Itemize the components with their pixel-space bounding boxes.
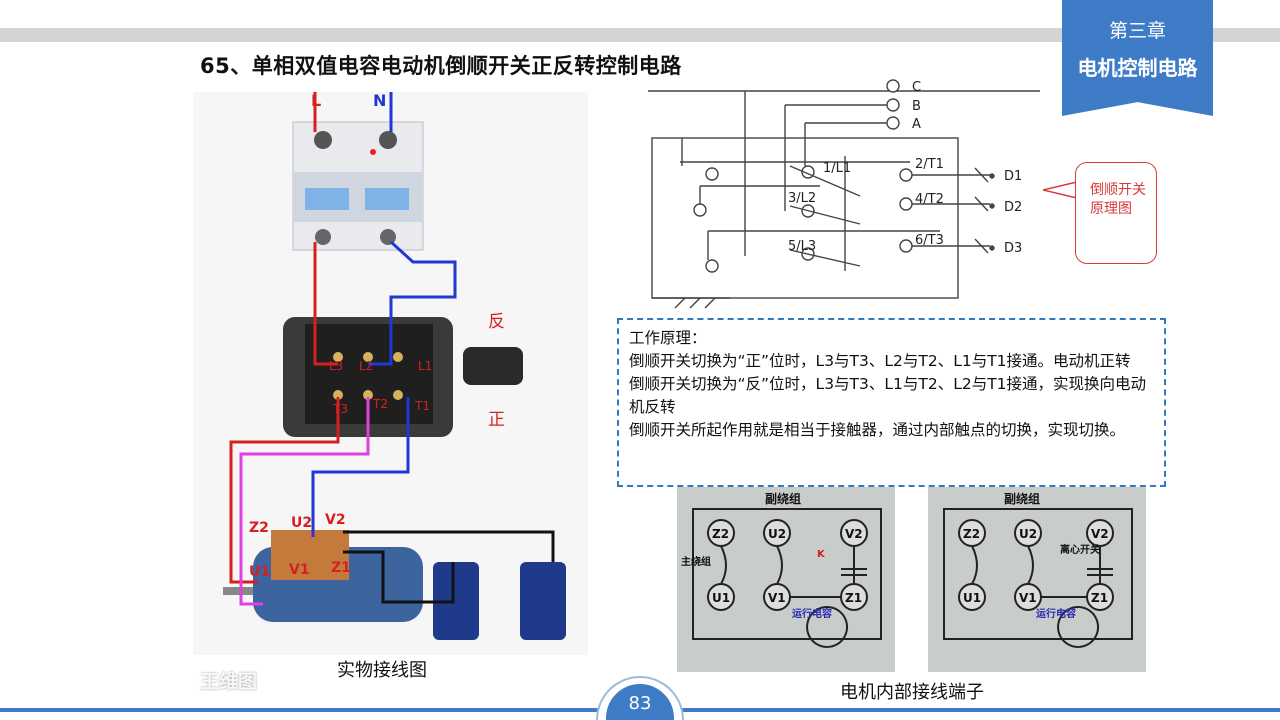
- label-zheng: 正: [488, 410, 505, 430]
- label-D1: D1: [1004, 169, 1022, 184]
- label-Z2: Z2: [249, 520, 269, 536]
- label-L: L: [311, 92, 321, 110]
- wiring-left-U1: U1: [712, 591, 730, 605]
- wiring-right-Z2: Z2: [963, 527, 980, 541]
- wiring-left-U2: U2: [768, 527, 786, 541]
- label-C: C: [912, 80, 921, 95]
- wiring-left-Z2: Z2: [712, 527, 729, 541]
- wiring-left-k: K: [817, 549, 826, 560]
- wiring-right-U1: U1: [963, 591, 981, 605]
- chapter-title: 电机控制电路: [1077, 56, 1198, 80]
- principle-line-2: 倒顺开关切换为“反”位时，L3与T3、L1与T2、L2与T1接通，实现换向电动机…: [629, 375, 1147, 416]
- wiring-right-Z1: Z1: [1091, 591, 1108, 605]
- label-L3: L3: [329, 359, 343, 373]
- physical-wiring-photo: L N 反 正 L3 L2 L1 T3 T2 T1 Z2 U2 V2 U1 V1…: [193, 92, 588, 655]
- wiring-drawing-right: 副绕组 运行电容 离心开关 Z2 U2 V2 U1 V1 Z1: [943, 491, 1133, 648]
- label-L2: L2: [359, 359, 373, 373]
- principle-line-3: 倒顺开关所起作用就是相当于接触器，通过内部触点的切换，实现切换。: [629, 421, 1126, 439]
- wiring-drawing-left: 副绕组 主绕组 运行电容 K Z2 U2 V2 U1 V1 Z1: [681, 491, 882, 648]
- chapter-number: 第三章: [1108, 20, 1166, 42]
- wiring-right-U2: U2: [1019, 527, 1037, 541]
- label-6-T3: 6/T3: [915, 233, 944, 248]
- wiring-left-main-label: 主绕组: [681, 555, 711, 568]
- photo-caption: 实物接线图: [337, 660, 427, 681]
- top-bar: [0, 28, 1280, 42]
- wiring-right-run-cap: 运行电容: [1036, 607, 1076, 620]
- watermark: 王维图: [200, 667, 257, 694]
- label-V1: V1: [289, 562, 310, 578]
- label-A: A: [912, 117, 921, 132]
- label-3-L2: 3/L2: [788, 191, 816, 206]
- label-B: B: [912, 99, 921, 114]
- working-principle-box: 工作原理： 倒顺开关切换为“正”位时，L3与T3、L2与T2、L1与T1接通。电…: [617, 318, 1166, 487]
- wiring-left-V1: V1: [768, 591, 786, 605]
- label-N: N: [373, 92, 386, 110]
- label-Z1: Z1: [331, 560, 351, 576]
- callout-pointer: [1043, 181, 1077, 199]
- schematic-callout: 倒顺开关原理图: [1075, 162, 1157, 264]
- label-T3: T3: [332, 402, 348, 416]
- switch-schematic: C B A 1/L1 2/T1 3/L2 4/T2 5/L3 6/T3 D1 D…: [648, 79, 1040, 309]
- label-4-T2: 4/T2: [915, 192, 944, 207]
- label-L1: L1: [418, 359, 432, 373]
- label-V2: V2: [325, 512, 346, 528]
- physical-wiring-drawing: L N 反 正 L3 L2 L1 T3 T2 T1 Z2 U2 V2 U1 V1…: [223, 92, 566, 640]
- label-fan: 反: [488, 312, 505, 332]
- principle-line-1: 倒顺开关切换为“正”位时，L3与T3、L2与T2、L1与T1接通。电动机正转: [629, 352, 1131, 370]
- chapter-tab: 第三章 电机控制电路: [1062, 0, 1213, 116]
- internal-wiring-left: 副绕组 主绕组 运行电容 K Z2 U2 V2 U1 V1 Z1: [677, 487, 895, 672]
- wiring-left-Z1: Z1: [845, 591, 862, 605]
- principle-title: 工作原理：: [629, 329, 707, 347]
- wiring-left-run-cap: 运行电容: [792, 607, 832, 620]
- label-2-T1: 2/T1: [915, 157, 944, 172]
- watermark-text: 王维图: [200, 671, 258, 693]
- wiring-right-top-label: 副绕组: [1004, 491, 1040, 506]
- wiring-caption: 电机内部接线端子: [840, 682, 984, 703]
- label-U1: U1: [249, 564, 270, 580]
- wiring-right-V2: V2: [1091, 527, 1109, 541]
- internal-wiring-right: 副绕组 运行电容 离心开关 Z2 U2 V2 U1 V1 Z1: [928, 487, 1146, 672]
- label-T1: T1: [414, 399, 430, 413]
- capacitor-2: [520, 562, 566, 640]
- label-5-L3: 5/L3: [788, 239, 816, 254]
- wiring-left-V2: V2: [845, 527, 863, 541]
- wiring-right-centrifugal: 离心开关: [1060, 543, 1100, 556]
- label-T2: T2: [372, 397, 388, 411]
- label-D3: D3: [1004, 241, 1022, 256]
- label-D2: D2: [1004, 200, 1022, 215]
- page-number: 83: [628, 693, 652, 714]
- capacitor-1: [433, 562, 479, 640]
- wiring-left-top-label: 副绕组: [765, 491, 801, 506]
- label-U2: U2: [291, 515, 312, 531]
- label-1-L1: 1/L1: [823, 161, 851, 176]
- slide-title: 65、单相双值电容电动机倒顺开关正反转控制电路: [200, 54, 682, 78]
- wiring-right-V1: V1: [1019, 591, 1037, 605]
